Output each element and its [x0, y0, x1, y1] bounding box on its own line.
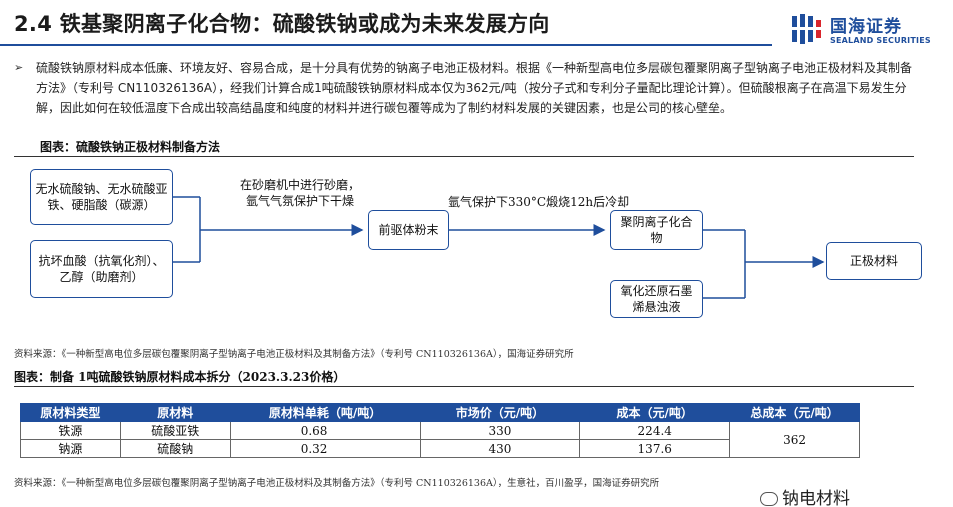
- table-cell: 硫酸亚铁: [119, 421, 231, 440]
- table-row: 钠源 硫酸钠 0.32 430 137.6: [20, 439, 860, 458]
- table-cell: 0.32: [229, 439, 421, 458]
- title-divider: [0, 44, 772, 46]
- watermark: 钠电材料: [760, 484, 850, 507]
- logo-en-text: SEALAND SECURITIES: [830, 36, 931, 45]
- body-paragraph: 硫酸铁钠原材料成本低廉、环境友好、容易合成，是十分具有优势的钠离子电池正极材料。…: [36, 61, 913, 115]
- table-cell: 硫酸钠: [119, 439, 231, 458]
- connector-raw-inputs: [173, 196, 235, 263]
- table-header-row: 原材料类型 原材料 原材料单耗（吨/吨） 市场价（元/吨） 成本（元/吨） 总成…: [20, 403, 860, 422]
- col-header: 原材料类型: [20, 403, 121, 422]
- wechat-icon: [760, 492, 778, 506]
- step1-note: 在砂磨机中进行砂磨，氩气气氛保护下干燥: [240, 178, 361, 208]
- connector-merge: [703, 229, 770, 299]
- page-title: 2.4 铁基聚阴离子化合物：硫酸铁钠或成为未来发展方向: [14, 12, 550, 36]
- table-cell: 0.68: [229, 421, 421, 440]
- table-cell: 钠源: [20, 439, 121, 458]
- company-logo: 国海证券 SEALAND SECURITIES: [790, 10, 940, 50]
- step2-note: 氩气保护下330°C煅烧12h后冷却: [448, 195, 630, 209]
- col-header: 原材料单耗（吨/吨）: [229, 403, 421, 422]
- cathode-box: 正极材料: [826, 242, 922, 280]
- total-cost-cell: 362: [729, 421, 860, 458]
- table-cell: 330: [419, 421, 581, 440]
- col-header: 成本（元/吨）: [579, 403, 731, 422]
- table-cell: 430: [419, 439, 581, 458]
- col-header: 原材料: [119, 403, 231, 422]
- table-divider: [14, 386, 914, 387]
- precursor-box: 前驱体粉末: [368, 210, 449, 250]
- table-caption: 图表：制备 1吨硫酸铁钠原材料成本拆分（2023.3.23价格）: [14, 370, 346, 384]
- sealand-logo-icon: [792, 14, 821, 44]
- figure-divider: [14, 156, 914, 157]
- cost-table: 原材料类型 原材料 原材料单耗（吨/吨） 市场价（元/吨） 成本（元/吨） 总成…: [20, 403, 860, 458]
- figure-caption: 图表：硫酸铁钠正极材料制备方法: [40, 140, 221, 154]
- compound-box: 聚阴离子化合物: [610, 210, 703, 250]
- raw-material-box-2: 抗坏血酸（抗氧化剂）、乙醇（助磨剂）: [30, 240, 173, 298]
- graphene-box: 氧化还原石墨烯悬浊液: [610, 280, 703, 318]
- col-header: 总成本（元/吨）: [729, 403, 860, 422]
- bullet-arrow-icon: ➢: [14, 61, 24, 74]
- col-header: 市场价（元/吨）: [419, 403, 581, 422]
- raw-material-box-1: 无水硫酸钠、无水硫酸亚铁、硬脂酸（碳源）: [30, 169, 173, 225]
- table-source: 资料来源：《一种新型高电位多层碳包覆聚阴离子型钠离子电池正极材料及其制备方法》（…: [14, 478, 660, 489]
- watermark-text: 钠电材料: [782, 489, 850, 507]
- table-cell: 224.4: [579, 421, 731, 440]
- logo-cn-text: 国海证券: [830, 17, 902, 37]
- table-cell: 137.6: [579, 439, 731, 458]
- table-row: 铁源 硫酸亚铁 0.68 330 224.4 362: [20, 421, 860, 458]
- figure-source: 资料来源：《一种新型高电位多层碳包覆聚阴离子型钠离子电池正极材料及其制备方法》（…: [14, 349, 574, 360]
- table-cell: 铁源: [20, 421, 121, 440]
